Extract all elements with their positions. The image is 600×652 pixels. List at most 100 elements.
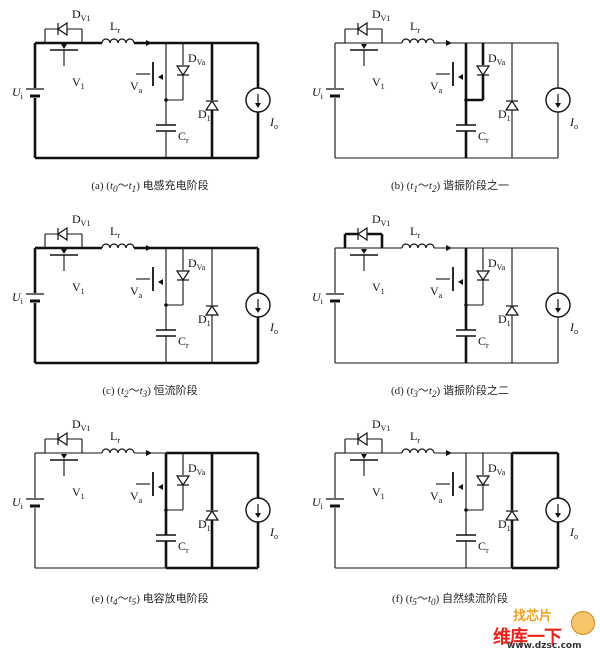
label-lr: Lr: [410, 429, 420, 445]
watermark-url: www.dzsc.com: [507, 641, 582, 651]
label-lr: Lr: [110, 429, 120, 445]
va-arrow-icon: [158, 74, 163, 80]
label-lr: Lr: [410, 19, 420, 35]
inductor-coil: [101, 243, 111, 249]
caption-sep: ～: [117, 593, 129, 605]
v1-arrow-icon: [61, 249, 67, 254]
label-va: Va: [430, 284, 443, 300]
diode-dv1-icon: [56, 21, 68, 37]
inductor-coil: [101, 38, 111, 44]
label-io: Io: [269, 320, 278, 336]
inductor-coil: [109, 243, 119, 249]
label-dva: DVa: [188, 256, 206, 272]
inductor-coil: [409, 243, 419, 249]
caption-prefix: (d) (: [391, 385, 411, 397]
caption-t-end: t3: [139, 385, 148, 400]
label-io: Io: [269, 525, 278, 541]
panel-caption: (d) (t3～t2) 谐振阶段之二: [300, 382, 600, 399]
label-ui: Ui: [12, 85, 24, 101]
caption-sep: ～: [416, 593, 428, 605]
caption-sep: ～: [417, 385, 429, 397]
caption-t-start: t3: [410, 385, 418, 400]
caption-title: ) 谐振阶段之二: [436, 385, 509, 397]
inductor-coil: [125, 448, 135, 454]
diode-dva-icon: [175, 65, 191, 77]
label-ui: Ui: [12, 290, 24, 306]
inductor-coil: [117, 38, 127, 44]
panel-caption: (c) (t2～t3) 恒流阶段: [0, 382, 300, 399]
diode-dv1-icon: [56, 431, 68, 447]
label-v1: V1: [372, 485, 385, 501]
label-dv1: DV1: [72, 212, 90, 228]
label-va: Va: [130, 79, 143, 95]
diode-dva-icon: [175, 270, 191, 282]
caption-prefix: (c) (: [102, 385, 121, 397]
inductor-coil: [409, 448, 419, 454]
current-source-arrowhead: [255, 103, 261, 108]
label-dv1: DV1: [372, 7, 390, 23]
caption-t-end: t2: [428, 385, 437, 400]
label-dva: DVa: [488, 256, 506, 272]
caption-sep: ～: [128, 385, 140, 397]
caption-prefix: (e) (: [91, 593, 110, 605]
diode-dv1-icon: [356, 21, 368, 37]
va-arrow-icon: [458, 74, 463, 80]
caption-title: ) 自然续流阶段: [435, 593, 509, 605]
inductor-coil: [425, 38, 435, 44]
current-source-arrowhead: [255, 308, 261, 313]
caption-t-end: t1: [128, 180, 137, 195]
label-cr: Cr: [178, 539, 189, 555]
label-cr: Cr: [478, 334, 489, 350]
inductor-coil: [125, 38, 135, 44]
caption-prefix: (b) (: [391, 180, 411, 192]
caption-sep: ～: [117, 180, 129, 192]
label-io: Io: [569, 115, 578, 131]
inductor-coil: [109, 448, 119, 454]
label-ui: Ui: [312, 495, 324, 511]
caption-title: ) 恒流阶段: [147, 385, 198, 397]
label-v1: V1: [372, 280, 385, 296]
label-lr: Lr: [410, 224, 420, 240]
caption-t-start: t4: [109, 593, 118, 608]
inductor-coil: [401, 448, 411, 454]
diode-dv1-icon: [356, 226, 368, 242]
label-va: Va: [430, 79, 443, 95]
inductor-coil: [101, 448, 111, 454]
mascot-icon: [571, 611, 595, 635]
label-dva: DVa: [488, 461, 506, 477]
label-dva: DVa: [188, 51, 206, 67]
caption-t-end: t0: [427, 593, 436, 608]
label-v1: V1: [72, 75, 85, 91]
label-io: Io: [569, 320, 578, 336]
inductor-coil: [417, 38, 427, 44]
label-lr: Lr: [110, 224, 120, 240]
diode-dva-icon: [475, 65, 491, 77]
current-arrow-icon: [446, 245, 452, 251]
inductor-coil: [409, 38, 419, 44]
current-source-arrowhead: [555, 103, 561, 108]
va-arrow-icon: [158, 484, 163, 490]
panel-caption: (e) (t4～t5) 电容放电阶段: [0, 590, 300, 607]
label-io: Io: [569, 525, 578, 541]
inductor-coil: [425, 243, 435, 249]
caption-title: ) 谐振阶段之一: [436, 180, 509, 192]
v1-arrow-icon: [61, 44, 67, 49]
label-dv1: DV1: [372, 212, 390, 228]
label-dv1: DV1: [72, 417, 90, 433]
inductor-coil: [425, 448, 435, 454]
inductor-coil: [125, 243, 135, 249]
caption-sep: ～: [417, 180, 429, 192]
watermark-brand: 维库一下: [493, 627, 562, 648]
label-v1: V1: [72, 485, 85, 501]
diode-d1-icon: [504, 304, 520, 316]
label-dva: DVa: [488, 51, 506, 67]
v1-arrow-icon: [361, 44, 367, 49]
watermark: 找芯片 维库一下 www.dzsc.com: [485, 603, 597, 651]
